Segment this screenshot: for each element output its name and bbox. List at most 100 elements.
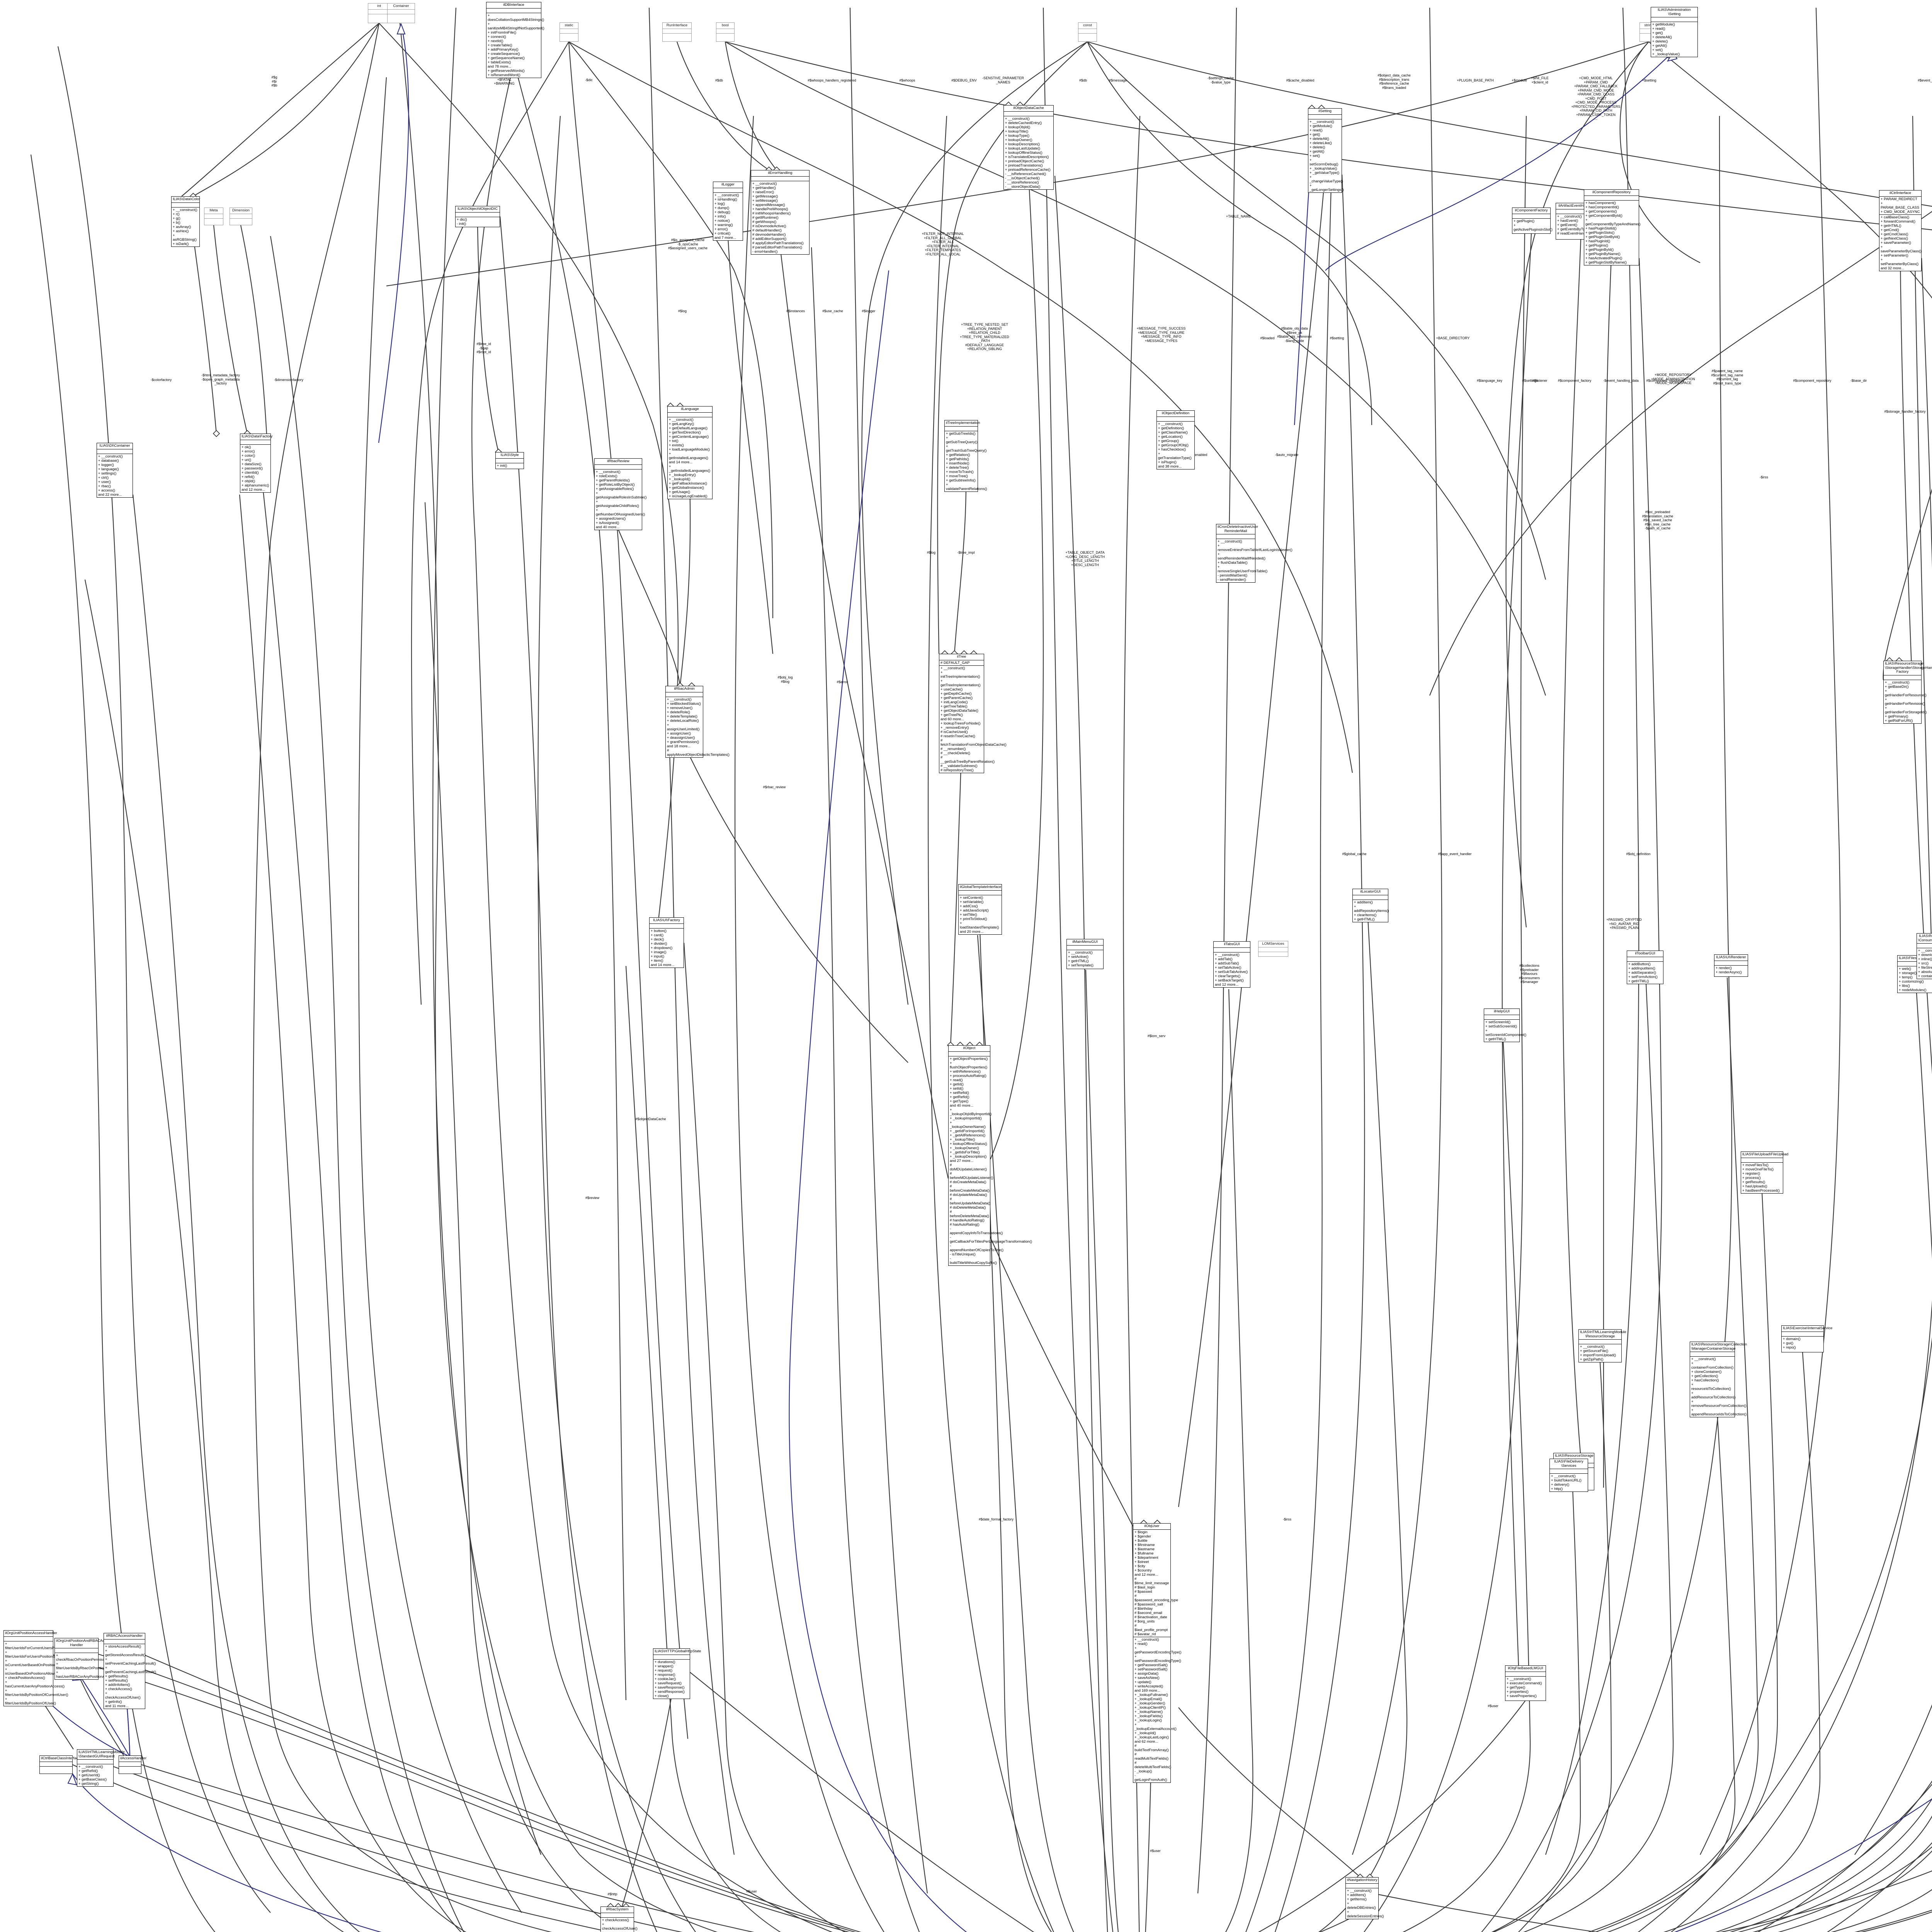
class-attribute: + $department (1134, 1555, 1158, 1560)
class-node-ilctrlinterface[interactable]: ilCtrlInterface+ PARAM_REDIRECT+ PARAM_B… (1879, 190, 1922, 271)
class-node-ilmainmenugui[interactable]: ilMainMenuGUI+ __construct()+ setActive(… (1066, 939, 1104, 969)
class-node-attributes (55, 1648, 98, 1653)
class-node-ilrbacadmin[interactable]: ilRbacAdmin+ __construct()+ setBlockedSt… (665, 686, 730, 758)
edge-label: #$obj_log #$log (777, 675, 793, 684)
class-operation: + filterUserIdsByPositionOfCurrentUser() (5, 1688, 68, 1697)
class-node-attributes (1579, 1340, 1621, 1344)
class-operation: + getDefinition() (1158, 426, 1184, 430)
edge-label: -$irss (1283, 1517, 1291, 1521)
class-operation: + saveRequest() (655, 1681, 682, 1685)
class-operation: # beforeMDUpdateListener() (950, 1171, 993, 1180)
class-node-meta[interactable]: Meta (204, 207, 223, 225)
class-operation: # readMultiTextFields() (1134, 1752, 1169, 1761)
class-node-title: ilRBACAccessHandler (104, 1633, 145, 1639)
class-operation: + getStoredAccessResult() (105, 1648, 146, 1657)
class-node-iltree[interactable]: ilTree# DEFAULT_GAP+ __construct()+ init… (939, 654, 1007, 773)
class-node-illocatorgui[interactable]: ilLocatorGUI+ addItem()+ addRepositoryIt… (1352, 889, 1389, 922)
class-node-ilias_data_factory[interactable]: ILIAS\Data\Factory+ ok()+ error()+ color… (240, 434, 272, 493)
class-node-iltreeimplementation[interactable]: ilTreeImplementation+ getSubTreeIds()+ g… (944, 420, 987, 492)
class-operation: + getPlugins() (1585, 243, 1608, 248)
class-attribute: + $gender (1134, 1534, 1151, 1539)
class-node-runinterface[interactable]: RunInterface (662, 22, 692, 42)
class-node-title: ILIAS\Style (496, 452, 524, 459)
class-node-title: ilToolbarGUI (1627, 951, 1663, 957)
class-operation: + color() (242, 453, 255, 458)
class-operation: + __construct() (1885, 680, 1910, 685)
class-node-ilhelpgui[interactable]: ilHelpGUI+ setScreenId()+ setSubScreenId… (1484, 1009, 1526, 1042)
class-node-ilobject[interactable]: ilObject+ getObjectProperties()+ flushOb… (948, 1045, 1032, 1266)
class-node-const[interactable]: const (1078, 22, 1097, 42)
class-operation: + uri() (242, 457, 252, 462)
class-node-ilobjhtlmgui[interactable]: ilObjFileBasedLMGUI+ __construct()+ exec… (1505, 1665, 1546, 1701)
class-node-illogger[interactable]: ilLogger+ __construct()+ isHandling()+ l… (713, 182, 743, 241)
class-node-ilias_admin_setting[interactable]: ILIAS\Administration \Setting+ getModule… (1651, 7, 1698, 57)
class-node-ilias_object_ilobjectdic[interactable]: ILIAS\Object\ilObjectDIC+ dic()- init() (455, 206, 500, 227)
class-node-ilobjuser[interactable]: ilObjUser+ $login+ $gender+ $utitle+ $fi… (1133, 1523, 1181, 1783)
class-operation: + getBaseDir() (1885, 684, 1909, 689)
class-node-ilsetting[interactable]: ilSetting+ __construct()+ getModule()+ r… (1308, 108, 1344, 193)
class-node-ilaccesshandler[interactable]: ilAccessHandler (119, 1755, 146, 1774)
class-node-ilias_ui_renderer[interactable]: ILIAS\UI\Renderer+ render()+ renderAsync… (1714, 954, 1748, 977)
class-node-ilias_resourcestorage_consume[interactable]: ILIAS\ResourceStorage \Consumer\Consumer… (1917, 933, 1932, 979)
class-operation: + setRefId() (950, 1090, 969, 1095)
class-operation: + hasComponentId() (1585, 205, 1619, 209)
class-node-ilobjectdatacache[interactable]: ilObjectDataCache+ __construct()+ delete… (1003, 105, 1054, 190)
class-operation: + processAutoRating() (950, 1073, 986, 1078)
class-node-title: ilObject (949, 1046, 990, 1052)
class-operation: + getHTML() (1068, 959, 1089, 963)
class-operation: + _lookupOwnerName() (950, 1120, 986, 1129)
class-operation: + deleteRole() (667, 710, 690, 714)
class-node-ildbinterface[interactable]: ilDBInterface+ doesCollationSupportMB4St… (486, 2, 544, 78)
class-node-static[interactable]: static (560, 22, 578, 42)
class-operation: + refId() (242, 474, 255, 479)
class-node-ilias_htmllm_resourcestorage[interactable]: ILIAS\HTMLLearningModule \ResourceStorag… (1578, 1329, 1626, 1362)
class-operation: + delete() (1310, 145, 1325, 150)
class-node-ilcomponentfactory[interactable]: ilComponentFactory+ getPlugin()+ getActi… (1512, 207, 1553, 234)
class-node-ilobjectdefinition[interactable]: ilObjectDefinition+ __construct()+ getDe… (1156, 410, 1195, 469)
class-node-operations (40, 1767, 72, 1771)
class-node-ilias_fileupload[interactable]: ILIAS\FileUpload\FileUpload+ moveFilesTo… (1741, 1151, 1788, 1194)
class-node-iltoolbargui[interactable]: ilToolbarGUI+ addButton()+ addInputItem(… (1627, 951, 1663, 984)
class-operation: - __isObjectCached() (1005, 176, 1040, 180)
class-operation: + sanitizeMB4StringIfNotSupported() (488, 22, 544, 31)
class-node-ilias_dic_container[interactable]: ILIAS\DI\Container+ __construct()+ datab… (97, 443, 133, 498)
class-operation: + saveAsNew() (1134, 1675, 1160, 1680)
edge-label: #$message (1109, 78, 1127, 82)
class-node-ilcomponentrepository[interactable]: ilComponentRepository+ hasComponent()+ h… (1584, 189, 1641, 265)
class-operation: + _lookupClientIP() (1134, 1705, 1166, 1710)
class-node-ilias_resourcestorage_storagehandlerfactory[interactable]: ILIAS\ResourceStorage \StorageHandler\St… (1883, 661, 1932, 724)
class-node-ilias_style[interactable]: ILIAS\Style+ init() (495, 452, 524, 469)
class-operation: + storeAccessResult() (105, 1644, 141, 1649)
class-node-lomservices[interactable]: LOMServices (1258, 941, 1288, 957)
class-node-ilorgunitpositionaccesshandler[interactable]: ilOrgUnitPositionAccessHandler+ filterUs… (3, 1630, 94, 1706)
class-operation: + dataSize() (242, 462, 262, 466)
class-node-ilglobaltemplate[interactable]: ilGlobalTemplateInterface+ setContent()+… (958, 884, 1002, 935)
class-node-container[interactable]: Container (387, 3, 415, 23)
class-node-ilias_filedelivery[interactable]: ILIAS\FileDelivery \Services+ __construc… (1549, 1459, 1588, 1492)
class-node-ilrbacreview[interactable]: ilRbacReview+ __construct()+ roleExists(… (594, 458, 647, 530)
class-node-ilias_resourcestorage_collectionmanager[interactable]: ILIAS\ResourceStorage\Collection \Manage… (1690, 1342, 1747, 1417)
class-node-ilcrondeleteinactiveuser[interactable]: ilCronDeleteInactiveUser ReminderMail+ _… (1216, 524, 1293, 583)
class-node-illanguage[interactable]: ilLanguage+ __construct()+ getLangKey()+… (667, 406, 713, 499)
class-node-ilorgunitpositionandrbacaccesshandler[interactable]: ilOrgUnitPositionAndRBACAccess Handler+ … (54, 1638, 132, 1680)
class-node-title: ilLogger (713, 182, 743, 188)
class-node-ilnavigationhistory[interactable]: ilNavigationHistory+ __construct()+ addI… (1345, 1877, 1384, 1919)
class-node-ilias_htmllearningmodule_standardguirequest[interactable]: ILIAS\HTMLLearningModule \StandardGUIReq… (77, 1749, 125, 1787)
class-node-title: ILIAS\HTMLLearningModule \ResourceStorag… (1579, 1330, 1626, 1340)
class-node-ilerrorhandling[interactable]: ilErrorHandling+ __construct()+ getHandl… (751, 170, 810, 255)
class-operation: + src() (1918, 961, 1929, 966)
class-node-ilias_exercise[interactable]: ILIAS\Exercise\InternalService+ domain()… (1781, 1325, 1832, 1352)
class-operation: + setParameter() (1881, 253, 1908, 258)
class-node-bool[interactable]: bool (716, 22, 735, 42)
class-operation: # getIlRuntime() (752, 215, 779, 220)
class-node-ilias_data_color[interactable]: ILIAS\Data\Color+ __construct()+ r()+ g(… (171, 196, 200, 247)
class-node-ilrbacsystem[interactable]: ilRbacSystem+ checkAccess()+ checkAccess… (600, 1906, 638, 1932)
class-node-ilrbacaccesshandler[interactable]: ilRBACAccessHandler + storeAccessResult()… (104, 1633, 156, 1709)
class-node-iltabsgui[interactable]: ilTabsGUI+ __construct()+ addTab()+ addS… (1213, 941, 1250, 988)
class-node-attributes (751, 177, 809, 181)
class-node-ilctrlbaseclassinterface[interactable]: ilCtrlBaseClassInterface (39, 1755, 80, 1774)
class-node-dimension[interactable]: Dimension (230, 207, 252, 225)
class-node-ilias_http_globalhttpstate[interactable]: ILIAS\HTTP\GlobalHttpState+ durations()+… (653, 1648, 701, 1699)
class-node-ilias_ui_factory[interactable]: ILIAS\UI\Factory+ button()+ card()+ deck… (649, 917, 684, 968)
class-operation: + warning() (714, 223, 733, 227)
